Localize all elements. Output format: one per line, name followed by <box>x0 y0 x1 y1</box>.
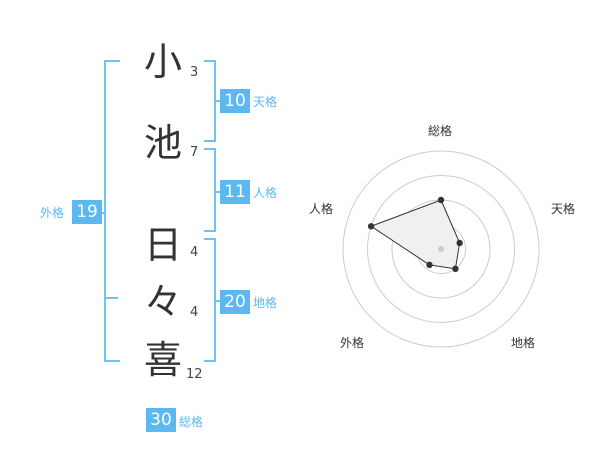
name-char-2: 池 <box>143 121 182 165</box>
radar-polygon <box>370 199 461 270</box>
tenkaku-bracket <box>204 60 216 142</box>
tenkaku-label: 天格 <box>253 95 278 109</box>
soukaku-label: 総格 <box>179 415 204 429</box>
stroke-count-2: 7 <box>190 145 199 160</box>
jinkaku-label: 人格 <box>253 186 278 200</box>
gaikaku-label: 外格 <box>40 206 65 220</box>
radar-ring <box>342 150 540 348</box>
radar-point-3 <box>452 265 459 273</box>
radar-point-5 <box>367 223 375 230</box>
name-char-1: 小 <box>143 40 182 84</box>
stroke-count-3: 4 <box>190 245 199 260</box>
stroke-count-1: 3 <box>190 65 199 80</box>
chikaku-bracket <box>204 238 216 362</box>
name-char-4: 々 <box>143 280 182 324</box>
radar-axis-chikaku: 地格 <box>511 336 536 350</box>
jinkaku-bracket <box>204 148 216 232</box>
name-char-5: 喜 <box>143 338 182 382</box>
tenkaku-bracket-stub <box>216 100 220 102</box>
radar-point-4 <box>426 261 433 269</box>
gaikaku-bracket-tick <box>104 297 118 299</box>
chikaku-bracket-stub <box>216 300 220 302</box>
stroke-count-5: 12 <box>186 367 203 382</box>
soukaku-value: 30 <box>146 408 176 432</box>
radar-center-dot <box>438 246 444 252</box>
radar-axis-tenkaku: 天格 <box>551 202 576 216</box>
radar-axis-jinkaku: 人格 <box>309 202 334 216</box>
radar-ring <box>367 175 515 323</box>
tenkaku-value: 10 <box>220 89 250 113</box>
name-char-3: 日 <box>143 223 182 267</box>
gaikaku-bracket <box>104 60 120 362</box>
chikaku-label: 地格 <box>253 296 278 310</box>
chikaku-value: 20 <box>220 290 250 314</box>
radar-axis-gaikaku: 外格 <box>340 336 365 350</box>
radar-point-2 <box>456 239 463 247</box>
jinkaku-bracket-stub <box>216 191 220 193</box>
gaikaku-value: 19 <box>72 200 102 224</box>
radar-point-1 <box>437 196 445 204</box>
jinkaku-value: 11 <box>220 180 250 204</box>
stroke-count-4: 4 <box>190 305 199 320</box>
radar-axis-soukaku: 総格 <box>428 124 453 138</box>
